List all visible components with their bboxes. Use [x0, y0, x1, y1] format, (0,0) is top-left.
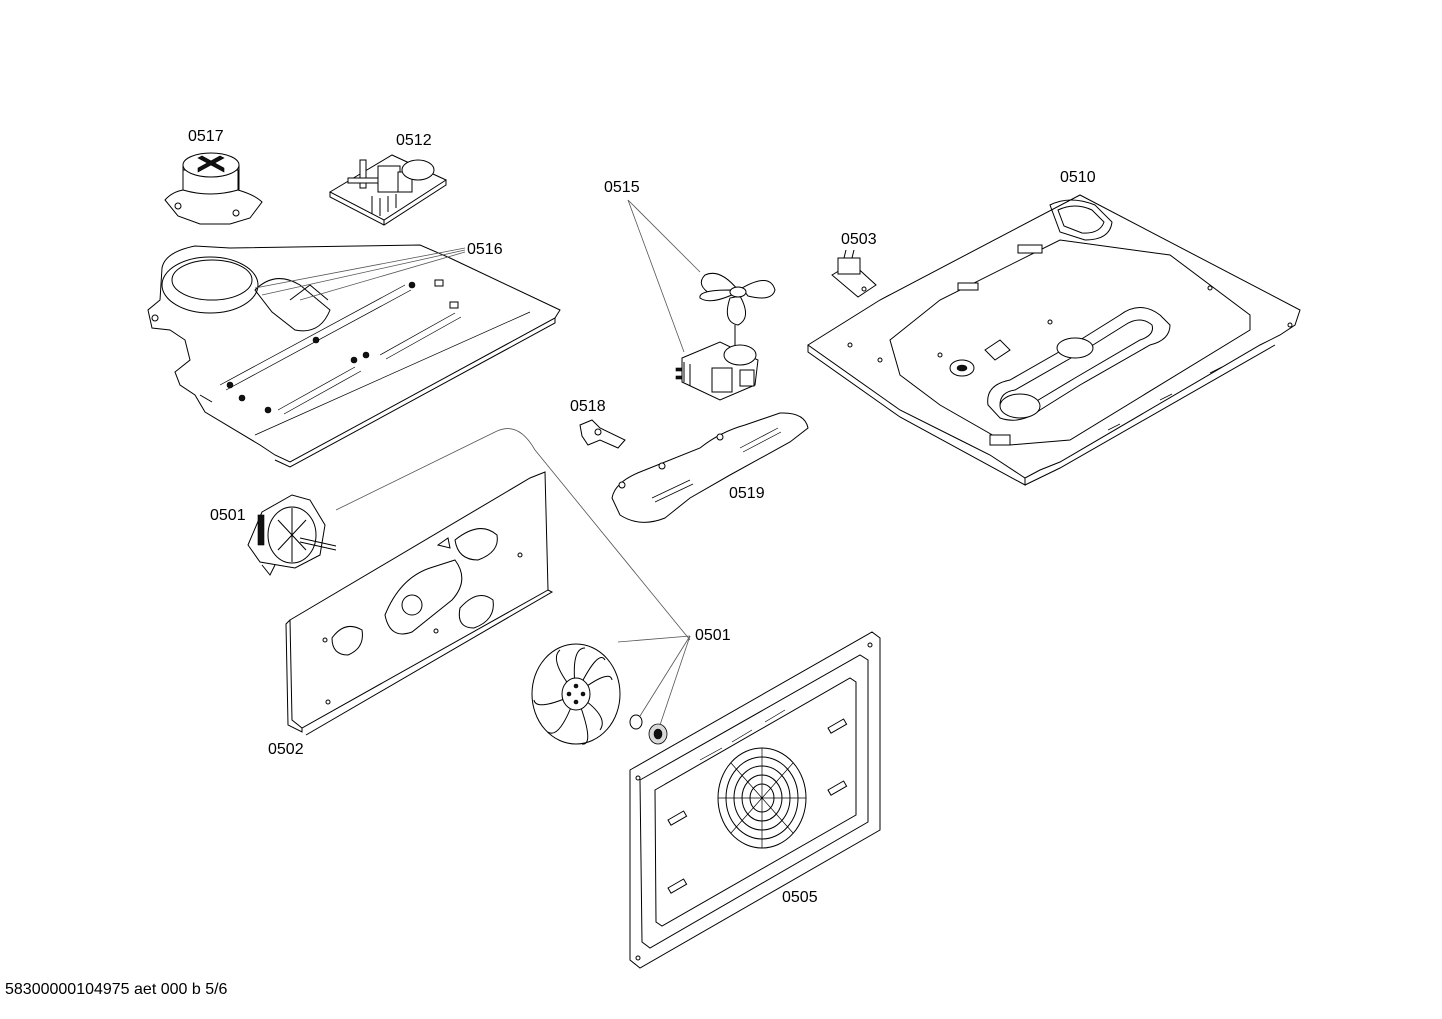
part-label-0516: 0516: [467, 241, 503, 258]
part-label-0503: 0503: [841, 231, 877, 248]
part-label-0519: 0519: [729, 485, 765, 502]
part-label-0517: 0517: [188, 128, 224, 145]
part-label-0510: 0510: [1060, 169, 1096, 186]
fan-wheel-icon: [531, 643, 668, 745]
oven-back-wall-icon: [629, 631, 881, 969]
circuit-board-icon: [328, 154, 448, 226]
part-label-0518: 0518: [570, 398, 606, 415]
document-code: 58300000104975 aet 000 b 5/6: [5, 981, 228, 998]
bracket-icon: [579, 419, 626, 449]
part-label-0505: 0505: [782, 889, 818, 906]
cooling-fan-motor-icon: [675, 272, 776, 401]
part-label-0501-fan: 0501: [695, 627, 731, 644]
rear-panel-icon: [285, 471, 554, 736]
part-label-0501-motor: 0501: [210, 507, 246, 524]
top-cover-panel-icon: [807, 194, 1301, 486]
fan-duct-collar-icon: [164, 152, 263, 225]
convection-fan-motor-icon: [247, 494, 337, 576]
part-label-0502: 0502: [268, 741, 304, 758]
motor-mount-plate-icon: [611, 412, 809, 523]
thermostat-switch-icon: [831, 249, 877, 298]
part-label-0515: 0515: [604, 179, 640, 196]
air-duct-plate-icon: [147, 244, 561, 468]
part-label-0512: 0512: [396, 132, 432, 149]
